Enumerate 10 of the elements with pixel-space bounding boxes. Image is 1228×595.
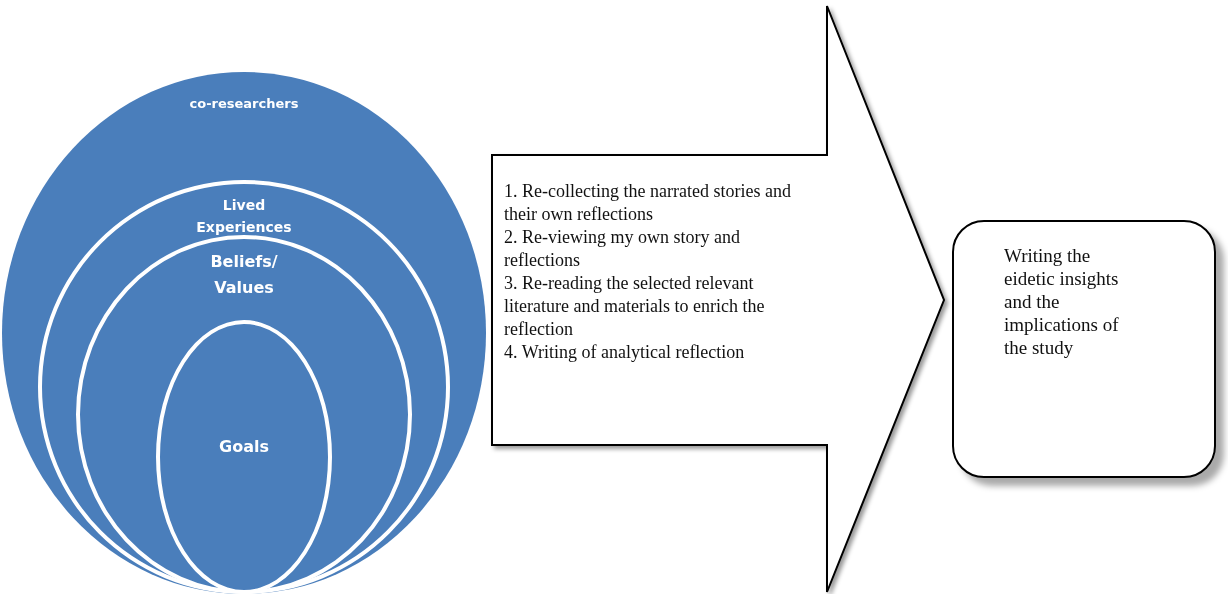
rounded-box	[952, 220, 1216, 478]
box-text: Writing the eidetic insights and the implications of the study	[1004, 244, 1120, 359]
circle-label: Goals	[218, 436, 270, 458]
circle-label: Beliefs/ Values	[209, 251, 279, 299]
circle-label: Lived Experiences	[195, 196, 293, 238]
circle-label: co-researchers	[189, 95, 299, 113]
step-text: 4. Writing of analytical reflection	[504, 341, 746, 364]
step-text: 2. Re-viewing my own story and reflections	[504, 226, 741, 272]
step-text: 3. Re-reading the selected relevant literature and materials to enrich the reflection	[504, 272, 766, 341]
step-text: 1. Re-collecting the narrated stories and their own reflections	[504, 180, 792, 226]
